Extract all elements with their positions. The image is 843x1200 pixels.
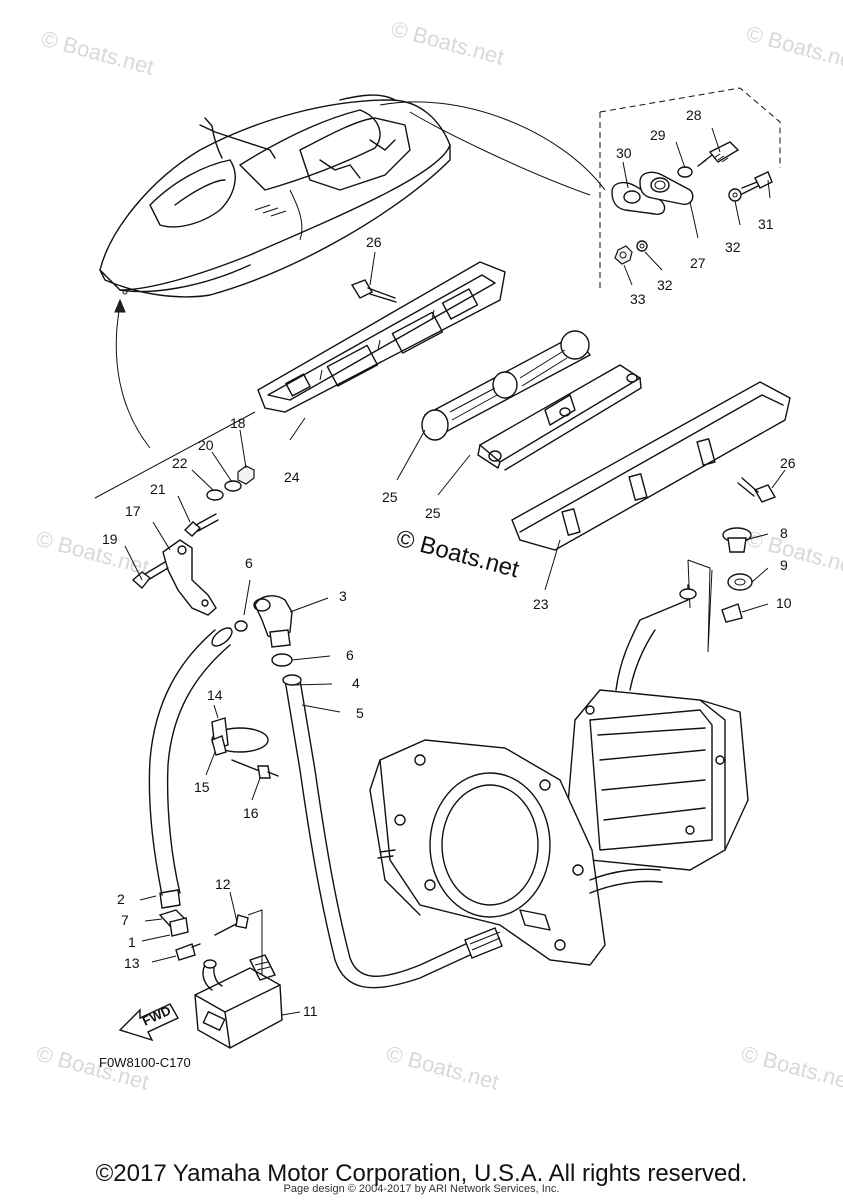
clamp-6-upper-icon (234, 620, 248, 632)
callout-17: 17 (125, 503, 141, 519)
clip-15-icon (211, 735, 227, 756)
callout-31: 31 (758, 216, 774, 232)
callout-26-upper: 26 (366, 234, 382, 250)
fwd-arrow-icon: FWD (118, 1003, 179, 1042)
callout-5: 5 (356, 705, 364, 721)
callout-19: 19 (102, 531, 118, 547)
gasket-plate-illustration (369, 739, 606, 966)
hose-5-end (464, 927, 503, 959)
watermark-bottom-center: © Boats.net (384, 1041, 502, 1095)
watermark-mid-left: © Boats.net (34, 526, 152, 580)
callout-22: 22 (172, 455, 188, 471)
callout-24: 24 (284, 469, 300, 485)
intake-housing-illustration (564, 584, 749, 871)
box-11-illustration (194, 954, 283, 1049)
callout-2: 2 (117, 891, 125, 907)
clamp-6-lower-icon (271, 653, 293, 667)
washer-9-icon (727, 573, 753, 591)
callout-27: 27 (690, 255, 706, 271)
bolt-31-icon (741, 171, 773, 195)
connector-tube (589, 868, 663, 894)
washer-22-icon (206, 489, 224, 501)
watermark-top-right: © Boats.net (744, 21, 843, 75)
copyright-notice: ©2017 Yamaha Motor Corporation, U.S.A. A… (95, 1160, 748, 1187)
pin-12-icon (214, 914, 249, 936)
hose-2-illustration (148, 629, 231, 896)
diagram-code: F0W8100-C170 (99, 1055, 191, 1070)
pin-16-icon (231, 759, 279, 779)
page-design-notice: Page design © 2004-2017 by ARI Network S… (283, 1183, 560, 1195)
arrowhead-icon (114, 298, 126, 313)
center-watermark: © Boats.net (393, 525, 522, 584)
callout-numbers: 1 2 3 4 5 6 6 7 8 9 10 11 12 13 14 15 16… (102, 107, 796, 1019)
watermark-mid-right: © Boats.net (744, 526, 843, 580)
callout-32-right: 32 (725, 239, 741, 255)
callout-30: 30 (616, 145, 632, 161)
bolt-21-icon (183, 513, 219, 537)
hose-guide-line (687, 559, 713, 653)
nut-18-icon (237, 465, 255, 485)
callout-10: 10 (776, 595, 792, 611)
callout-33: 33 (630, 291, 646, 307)
mount-25-upper-illustration (421, 330, 592, 441)
callout-32-left: 32 (657, 277, 673, 293)
bracket-17-illustration (162, 539, 217, 616)
callout-25-upper: 25 (382, 489, 398, 505)
callout-18: 18 (230, 415, 246, 431)
watermark-top-center: © Boats.net (389, 16, 507, 70)
clip-10-icon (721, 603, 743, 623)
callout-28: 28 (686, 107, 702, 123)
callout-20: 20 (198, 437, 214, 453)
inset-to-hull-line (409, 111, 591, 196)
elbow-fitting-3-icon (253, 595, 293, 648)
callout-4: 4 (352, 675, 360, 691)
bracket-group-line (94, 411, 256, 499)
callout-12: 12 (215, 876, 231, 892)
leader-lines (124, 127, 786, 1016)
callout-6-upper: 6 (245, 555, 253, 571)
bolt-26-lower-icon (737, 477, 777, 503)
bracket-to-hull-arrow (115, 304, 151, 449)
callout-13: 13 (124, 955, 140, 971)
fitting-28-icon (697, 141, 740, 167)
bracket-11-line (247, 909, 263, 975)
fitting-inset (599, 87, 781, 288)
watermark-bottom-right: © Boats.net (739, 1041, 843, 1095)
hull-to-inset-line (379, 101, 606, 191)
bolt-26-upper-icon (350, 279, 397, 303)
duct-24-illustration (257, 261, 506, 413)
watercraft-hull-illustration (99, 94, 451, 298)
watermark-top-left: © Boats.net (39, 26, 157, 80)
callout-26-lower: 26 (780, 455, 796, 471)
callout-11: 11 (303, 1003, 318, 1019)
callout-16: 16 (243, 805, 259, 821)
callout-8: 8 (780, 525, 788, 541)
callout-21: 21 (150, 481, 166, 497)
callout-15: 15 (194, 779, 210, 795)
callout-25-lower: 25 (425, 505, 441, 521)
callout-6-lower: 6 (346, 647, 354, 663)
callout-23: 23 (533, 596, 549, 612)
drain-plug-8-icon (722, 527, 752, 553)
callout-3: 3 (339, 588, 347, 604)
hose-2-end (159, 889, 181, 909)
callout-29: 29 (650, 127, 666, 143)
hose-5-illustration (284, 679, 471, 989)
callout-7: 7 (121, 912, 129, 928)
callout-9: 9 (780, 557, 788, 573)
mount-25-lower-illustration (477, 364, 642, 471)
duct-23-illustration (511, 381, 791, 551)
washer-20-icon (224, 480, 242, 492)
callout-14: 14 (207, 687, 223, 703)
fitting-1-icon (169, 917, 189, 937)
callout-1: 1 (128, 934, 136, 950)
nozzle-13-icon (175, 943, 201, 961)
